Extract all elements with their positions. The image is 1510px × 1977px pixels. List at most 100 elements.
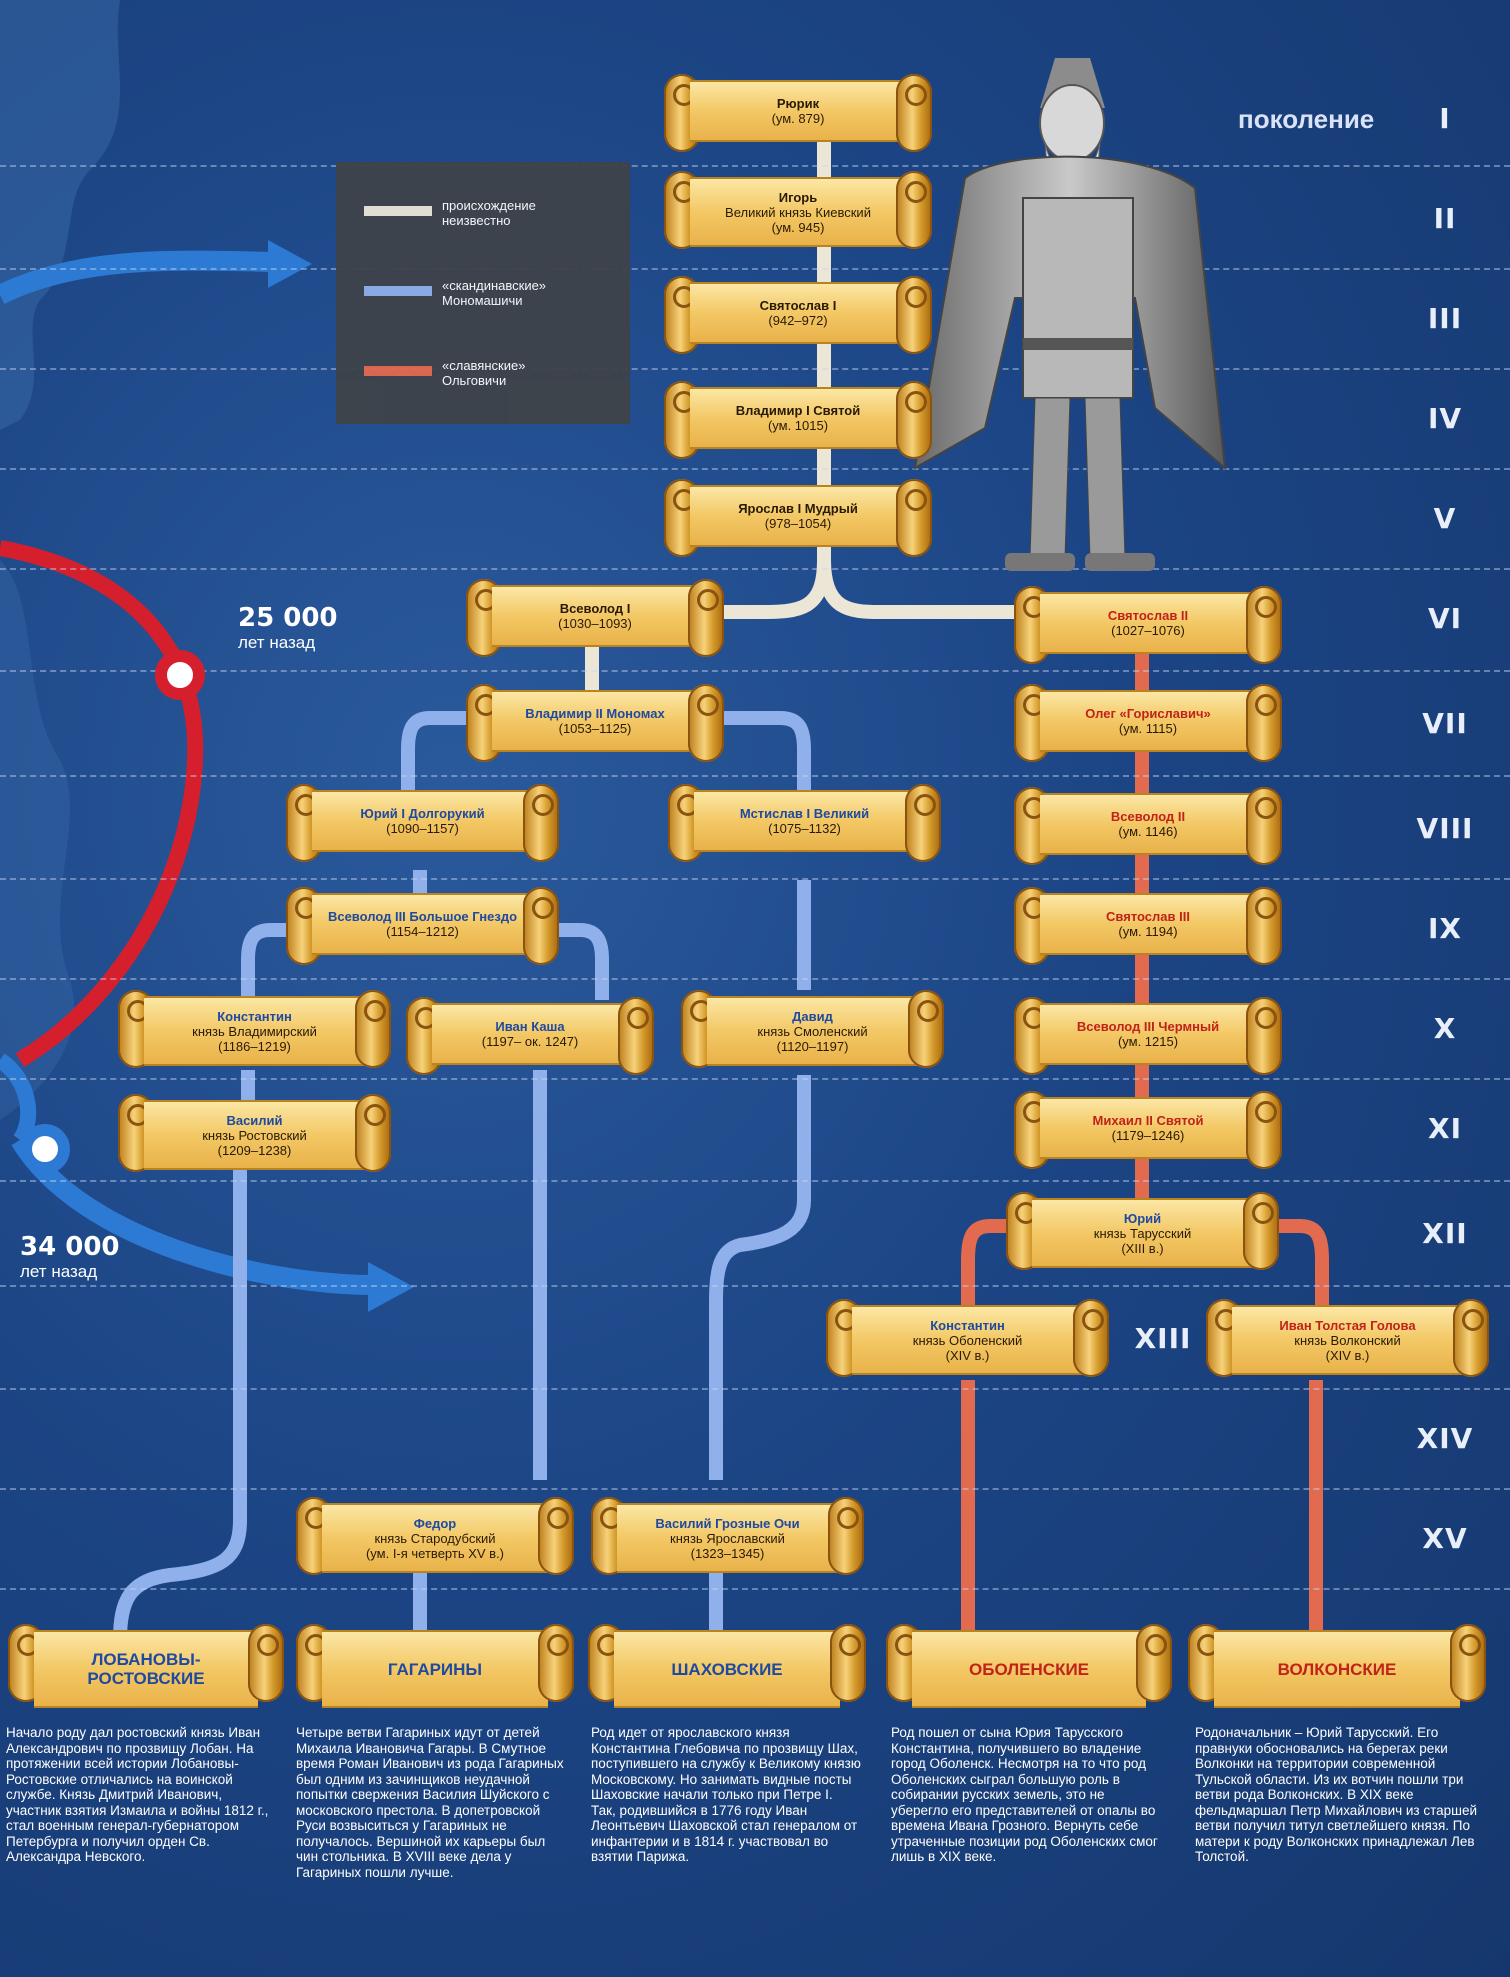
person-detail: (1053–1125) [558, 721, 632, 736]
house-name: ЛОБАНОВЫ-РОСТОВСКИЕ [87, 1650, 205, 1688]
person-mikh2: Михаил II Святой(1179–1246) [1014, 1091, 1282, 1169]
generation-number-XI: XI [1427, 1112, 1462, 1145]
migration-dot-25000 [155, 650, 205, 700]
generation-divider [0, 368, 1510, 370]
person-name: Владимир II Мономах [525, 706, 665, 721]
person-detail: (XIV в.) [945, 1347, 990, 1363]
person-detail: (ум. 945) [771, 219, 825, 235]
scroll-body: Всеволод III Большое Гнездо(1154–1212) [312, 893, 533, 955]
description-obolen: Род пошел от сына Юрия Тарусского Конста… [891, 1725, 1158, 1864]
person-name: Святослав I [759, 298, 837, 313]
scroll-body: Олег «Гориславич»(ум. 1115) [1040, 690, 1256, 752]
arrow-head-bottom [368, 1262, 414, 1312]
person-detail: князь Смоленский [757, 1023, 868, 1039]
generation-divider [0, 1588, 1510, 1590]
migration-blue-arrow-top [0, 250, 276, 304]
house-name: ШАХОВСКИЕ [671, 1659, 783, 1679]
generation-divider [0, 670, 1510, 672]
house-shakhov: ШАХОВСКИЕ [588, 1624, 866, 1708]
person-vlad1: Владимир I Святой(ум. 1015) [664, 381, 932, 459]
person-ivankasha: Иван Каша(1197– ок. 1247) [406, 997, 654, 1075]
person-detail: (1323–1345) [690, 1545, 765, 1561]
description-volkon: Родоначальник – Юрий Тарусский. Его прав… [1195, 1725, 1478, 1864]
generation-divider [0, 1388, 1510, 1390]
scroll-roll-right [248, 1624, 284, 1702]
trunk-white-right [817, 559, 1030, 619]
generation-number-V: V [1433, 502, 1457, 535]
scroll-body: ШАХОВСКИЕ [614, 1630, 840, 1708]
person-name: Всеволод III Большое Гнездо [327, 909, 518, 924]
person-name: Владимир I Святой [735, 403, 861, 418]
generation-divider [0, 978, 1510, 980]
scroll-roll-right [1246, 684, 1282, 762]
scroll-body: Мстислав I Великий(1075–1132) [694, 790, 915, 852]
person-name: Юрий I Долгорукий [360, 806, 485, 821]
migration-years-34000: 34 000 [20, 1232, 120, 1262]
person-detail: (ум. 1115) [1118, 721, 1178, 736]
legend-swatch-scandinavian [364, 286, 432, 296]
person-name: Ярослав I Мудрый [738, 501, 858, 516]
migration-blue-arrow-bottom [11, 1134, 376, 1295]
blue-david-vasgo [709, 1075, 811, 1480]
generation-number-II: II [1433, 202, 1457, 235]
person-name: Иван Толстая Голова [1279, 1317, 1416, 1333]
person-detail: князь Ростовский [202, 1127, 307, 1143]
person-detail: (942–972) [768, 313, 828, 328]
generation-number-XIV: XIV [1416, 1422, 1474, 1455]
person-detail: Великий князь Киевский [725, 204, 871, 220]
scroll-body: Рюрик(ум. 879) [690, 80, 906, 142]
person-name: Федор [413, 1515, 457, 1531]
legend-swatch-slavic [364, 366, 432, 376]
person-detail: (1120–1197) [776, 1038, 849, 1054]
person-detail: (ум. 1215) [1117, 1034, 1179, 1049]
scroll-body: ГАГАРИНЫ [322, 1630, 548, 1708]
blue-vsev3-right [550, 923, 609, 1000]
house-name: ОБОЛЕНСКИЕ [969, 1659, 1089, 1679]
migration-text-25000: лет назад [238, 633, 316, 652]
person-name: Василий Грозные Очи [655, 1515, 800, 1531]
person-detail: (978–1054) [764, 516, 832, 531]
person-detail: (XIII в.) [1121, 1240, 1164, 1256]
person-name: Константин [217, 1008, 292, 1024]
legend-label-unknown: происхождение неизвестно [442, 198, 536, 228]
person-detail: князь Владимирский [192, 1023, 317, 1039]
person-svyat1: Святослав I(942–972) [664, 276, 932, 354]
person-detail: (ум. I-я четверть XV в.) [365, 1545, 505, 1561]
person-detail: князь Стародубский [374, 1530, 496, 1546]
generation-divider [0, 1078, 1510, 1080]
arrow-head-top [268, 240, 312, 288]
map-coastline [0, 0, 120, 430]
scroll-roll-right [355, 990, 391, 1068]
generation-number-XII: XII [1422, 1217, 1468, 1250]
blue-vlad2-left [401, 711, 470, 810]
blue-vsev3-left [241, 923, 300, 1000]
generation-divider [0, 468, 1510, 470]
scroll-roll-right [830, 1624, 866, 1702]
person-rurik: Рюрик(ум. 879) [664, 74, 932, 152]
person-detail: (1027–1076) [1111, 623, 1185, 638]
person-vsev3: Всеволод III Большое Гнездо(1154–1212) [286, 887, 559, 965]
generation-number-IX: IX [1427, 912, 1462, 945]
person-detail: (ум. 1194) [1118, 924, 1178, 939]
scroll-roll-right [523, 887, 559, 965]
scroll-roll-right [896, 276, 932, 354]
person-detail: (1090–1157) [386, 821, 459, 836]
person-detail: князь Оболенский [912, 1332, 1023, 1348]
migration-label-25000: 25 000 лет назад [238, 603, 338, 653]
house-gagarin: ГАГАРИНЫ [296, 1624, 574, 1708]
person-name: Игорь [778, 189, 818, 205]
person-name: Давид [792, 1008, 833, 1024]
migration-label-34000: 34 000 лет назад [20, 1232, 120, 1282]
generation-number-XIII: XIII [1134, 1322, 1192, 1355]
generation-divider [0, 1285, 1510, 1287]
scroll-body: Всеволод II(ум. 1146) [1040, 793, 1256, 855]
scroll-body: Иван Каша(1197– ок. 1247) [432, 1003, 628, 1065]
